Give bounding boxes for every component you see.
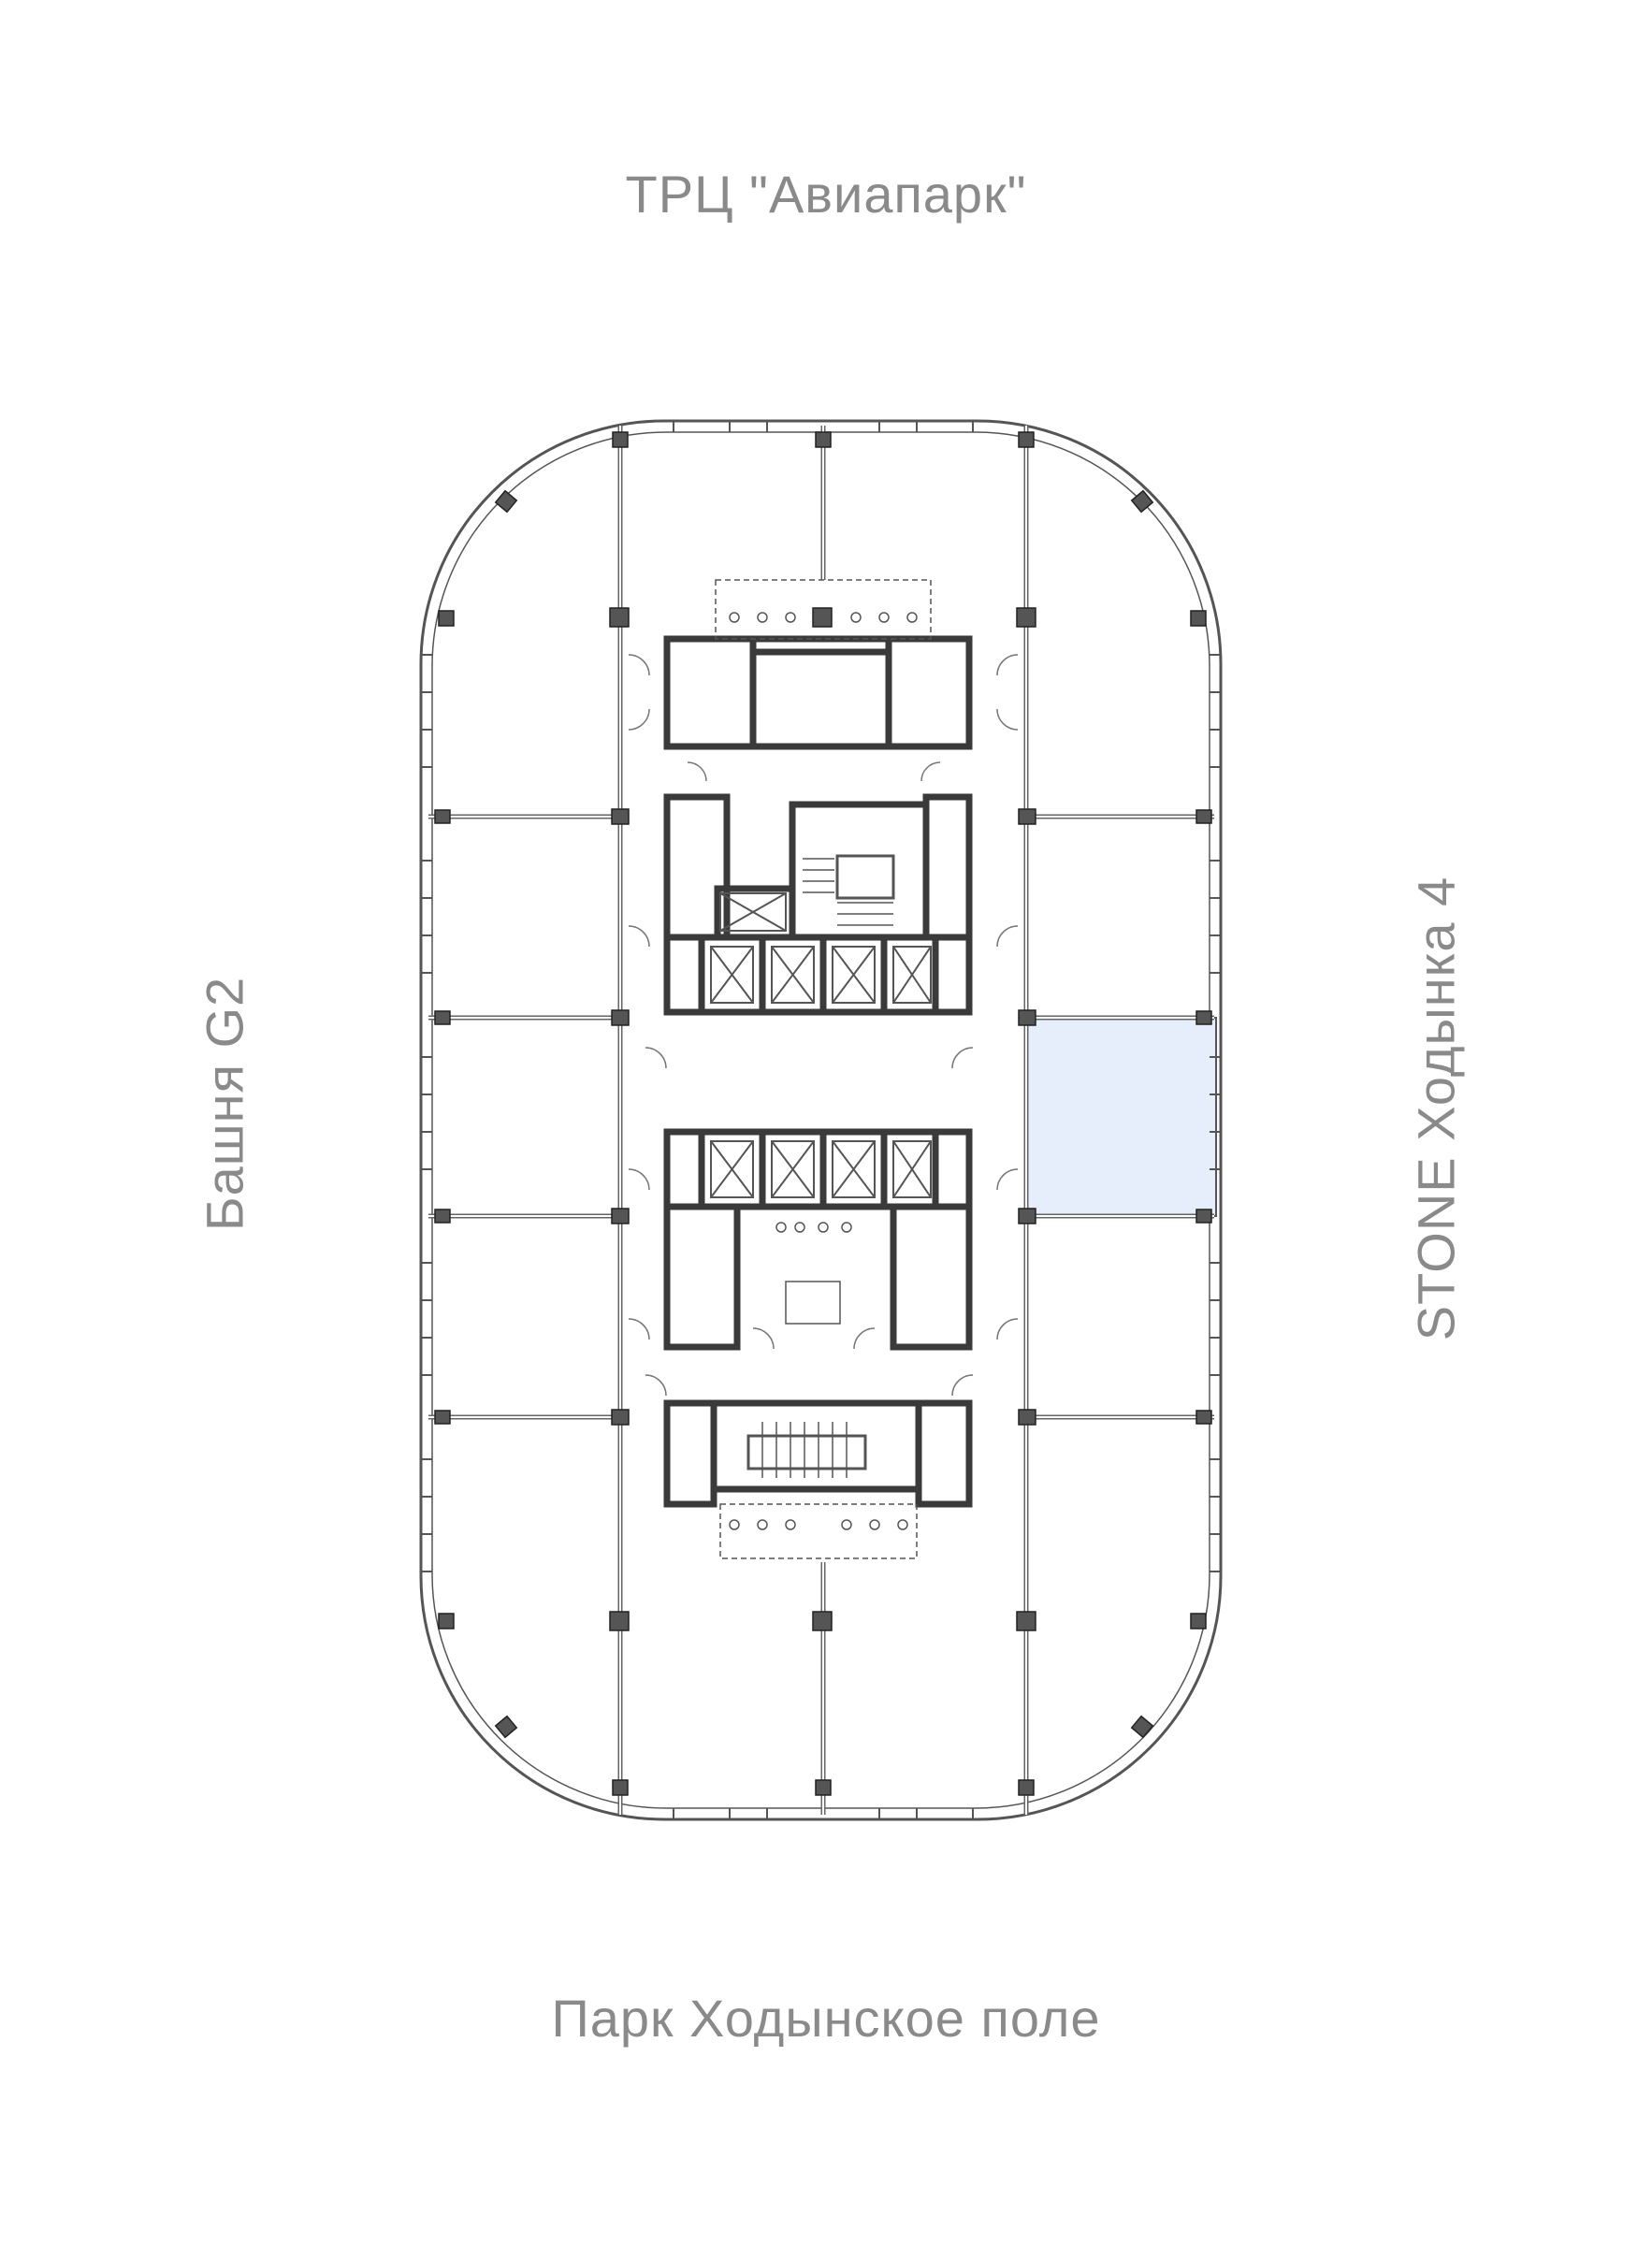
core-walls (663, 635, 973, 1508)
partition-walls-inner (428, 426, 1214, 1815)
elevator-shafts (710, 892, 932, 1198)
label-north-avipark: ТРЦ "Авиапарк" (625, 165, 1027, 224)
structural-columns (434, 431, 1212, 1796)
label-south-khodynskoe-park: Парк Ходынское поле (551, 1989, 1101, 2048)
restrooms (715, 579, 932, 1559)
highlighted-office-unit[interactable] (1025, 1017, 1217, 1217)
stair-core-south (746, 1422, 867, 1478)
facade-mullions (421, 421, 1221, 1819)
restroom-fixtures (729, 612, 918, 1530)
door-swings (628, 654, 1019, 1397)
stair-core-north (803, 854, 895, 926)
